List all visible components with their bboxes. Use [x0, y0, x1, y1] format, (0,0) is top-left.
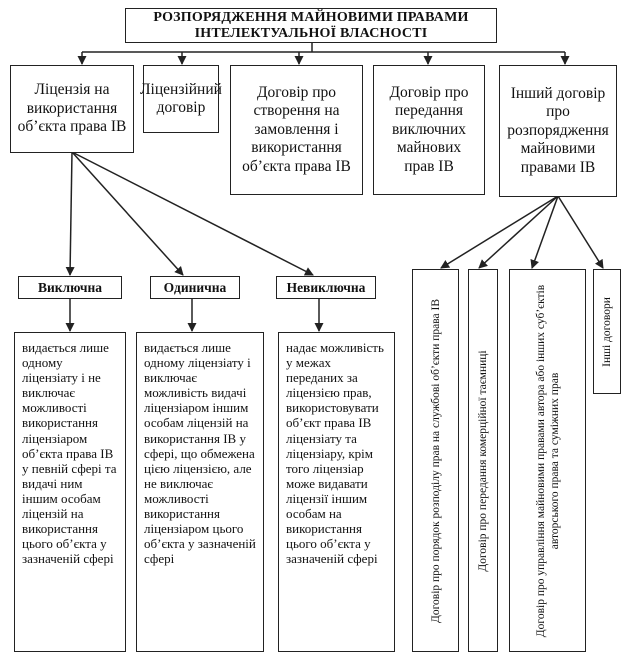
license-desc-sole-text: видається лише одному ліцензіату і виклю… [144, 340, 256, 567]
license-type-nonexclusive-label: Невиключна [286, 279, 366, 295]
category-license-text: Ліцензія на використання об’єкта права І… [17, 81, 127, 136]
license-type-sole-label: Одинична [163, 279, 227, 295]
license-desc-exclusive-text: видається лише одному ліцензіату і не ви… [22, 340, 117, 567]
license-type-sole: Одинична [150, 276, 240, 299]
category-other-agreement-text: Інший договір про розпорядження майновим… [507, 84, 609, 176]
other-contract-rights-management-text: Договір про управління майновими правами… [534, 284, 561, 637]
other-contract-trade-secret-text: Договір про передання комерційної таємни… [477, 349, 489, 572]
other-contract-service-objects: Договір про порядок розподілу прав на сл… [412, 269, 459, 652]
license-type-exclusive-label: Виключна [37, 279, 103, 295]
category-other-agreement: Інший договір про розпорядження майновим… [499, 65, 617, 197]
other-contract-rights-management: Договір про управління майновими правами… [509, 269, 586, 652]
license-desc-exclusive: видається лише одному ліцензіату і не ви… [14, 332, 126, 652]
license-type-nonexclusive: Невиключна [276, 276, 376, 299]
main-title-box: РОЗПОРЯДЖЕННЯ МАЙНОВИМИ ПРАВАМИ ІНТЕЛЕКТ… [125, 8, 497, 43]
category-license: Ліцензія на використання об’єкта права І… [10, 65, 134, 153]
category-exclusive-rights-transfer: Договір про передання виключних майнових… [373, 65, 485, 195]
category-license-agreement: Ліцензійний договір [140, 65, 222, 133]
category-license-agreement-text: Ліцензійний договір [140, 80, 222, 117]
license-type-exclusive: Виключна [18, 276, 122, 299]
other-contract-trade-secret: Договір про передання комерційної таємни… [468, 269, 498, 652]
license-desc-nonexclusive-text: надає можливість у межах переданих за лі… [286, 340, 384, 567]
category-commission-contract-text: Договір про створення на замовлення і ви… [242, 83, 351, 175]
other-contract-misc-text: Інші договори [601, 296, 613, 367]
license-desc-sole: видається лише одному ліцензіату і виклю… [136, 332, 264, 652]
category-exclusive-rights-transfer-text: Договір про передання виключних майнових… [389, 83, 469, 175]
other-contract-service-objects-text: Договір про порядок розподілу прав на сл… [429, 298, 442, 623]
license-desc-nonexclusive: надає можливість у межах переданих за лі… [278, 332, 395, 652]
category-commission-contract: Договір про створення на замовлення і ви… [230, 65, 363, 195]
other-contract-misc: Інші договори [593, 269, 621, 394]
main-title-line2: ІНТЕЛЕКТУАЛЬНОЇ ВЛАСНОСТІ [194, 25, 428, 41]
main-title-line1: РОЗПОРЯДЖЕННЯ МАЙНОВИМИ ПРАВАМИ [153, 9, 469, 25]
